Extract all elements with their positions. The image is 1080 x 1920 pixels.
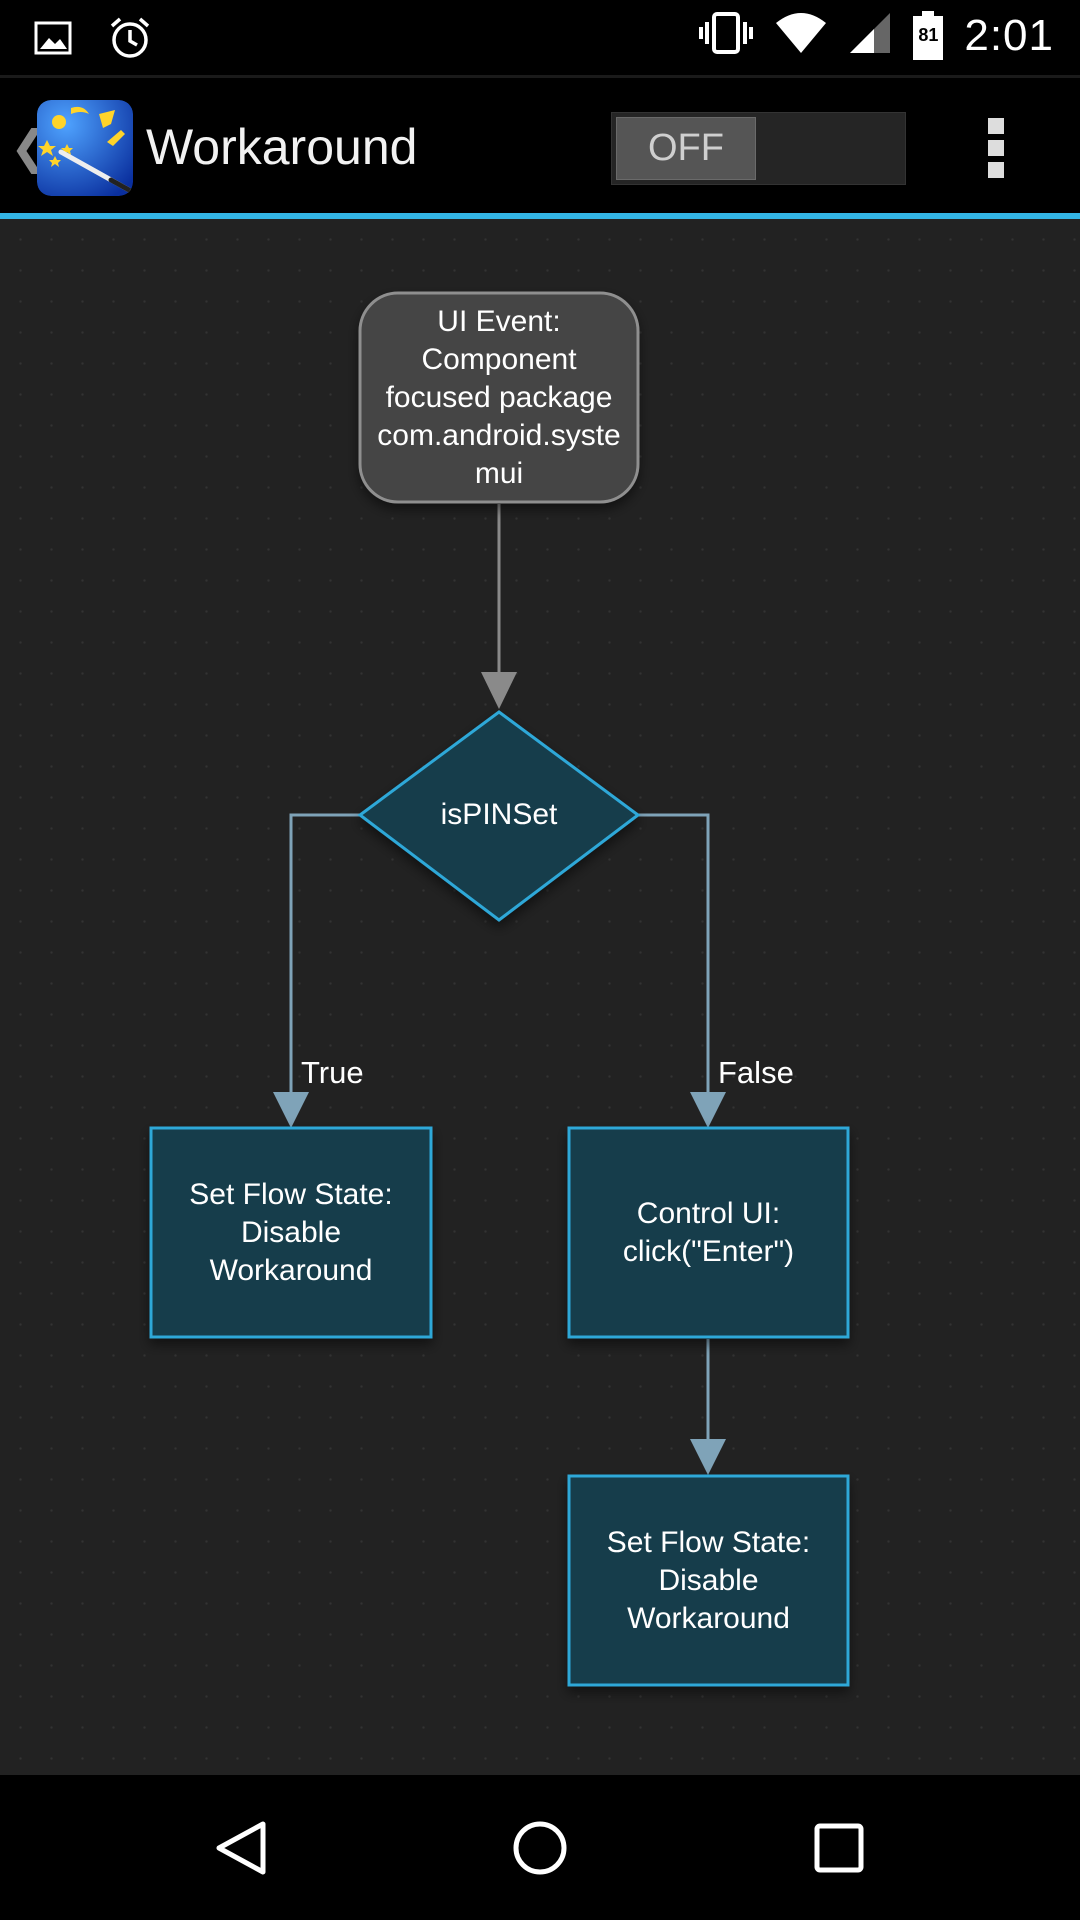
alarm-icon: [108, 16, 152, 65]
recents-icon: [814, 1823, 864, 1872]
action-bar: ❮ Workaround OFF: [0, 75, 1080, 219]
connector-control-to-final: [690, 1339, 726, 1475]
app-icon[interactable]: [37, 100, 133, 196]
false-action-line-1: Control UI:: [636, 1196, 781, 1230]
image-icon: [34, 21, 72, 60]
action-bar-divider: [0, 213, 1080, 219]
final-action-node[interactable]: Set Flow State: Disable Workaround: [571, 1478, 846, 1683]
recents-button[interactable]: [759, 1775, 919, 1920]
trigger-line-3: focused package: [385, 380, 613, 414]
wifi-icon: [774, 11, 828, 60]
true-action-line-2: Disable: [240, 1215, 342, 1249]
connector-trigger-to-decision: [481, 504, 517, 709]
true-action-line-1: Set Flow State:: [189, 1177, 393, 1211]
final-action-line-1: Set Flow State:: [606, 1525, 811, 1559]
trigger-line-4: com.android.syste: [377, 418, 621, 452]
vibrate-icon: [698, 10, 754, 61]
false-branch-label: False: [718, 1055, 794, 1090]
decision-node[interactable]: isPINSet: [400, 779, 598, 851]
trigger-line-1: UI Event:: [437, 304, 561, 338]
back-icon: [216, 1821, 266, 1874]
final-action-node-shape[interactable]: [567, 1474, 850, 1687]
final-action-line-3: Workaround: [627, 1601, 790, 1635]
signal-icon: [848, 11, 892, 60]
final-action-line-2: Disable: [658, 1563, 759, 1597]
home-icon: [513, 1821, 567, 1874]
false-action-node-shape[interactable]: [567, 1126, 850, 1339]
true-action-node[interactable]: Set Flow State: Disable Workaround: [153, 1130, 429, 1335]
toggle-label: OFF: [648, 127, 724, 169]
trigger-node[interactable]: UI Event: Component focused package com.…: [362, 295, 636, 500]
decision-node-shape[interactable]: [357, 710, 641, 922]
connector-true-branch: [273, 813, 360, 1128]
back-button[interactable]: [161, 1775, 321, 1920]
flow-enable-toggle[interactable]: OFF: [611, 112, 906, 185]
toggle-thumb[interactable]: OFF: [616, 117, 756, 180]
false-action-node[interactable]: Control UI: click("Enter"): [571, 1130, 846, 1335]
true-branch-label: True: [301, 1055, 364, 1090]
battery-level: 81: [918, 24, 939, 45]
trigger-line-5: mui: [474, 456, 524, 490]
true-action-node-shape[interactable]: [149, 1126, 433, 1339]
home-button[interactable]: [460, 1775, 620, 1920]
battery-icon: 81: [912, 10, 944, 61]
trigger-line-2: Component: [421, 342, 577, 376]
decision-label: isPINSet: [440, 798, 558, 831]
trigger-node-shape[interactable]: [358, 291, 640, 504]
navigation-bar: [0, 1775, 1080, 1920]
connector-false-branch: [638, 813, 726, 1128]
flow-canvas[interactable]: UI Event: Component focused package com.…: [0, 219, 1080, 1775]
page-title: Workaround: [146, 119, 418, 175]
status-clock: 2:01: [964, 10, 1054, 60]
status-bar: 81 2:01: [0, 0, 1080, 75]
overflow-menu-icon[interactable]: [984, 118, 1008, 182]
false-action-line-2: click("Enter"): [622, 1234, 795, 1268]
true-action-line-3: Workaround: [209, 1253, 373, 1287]
